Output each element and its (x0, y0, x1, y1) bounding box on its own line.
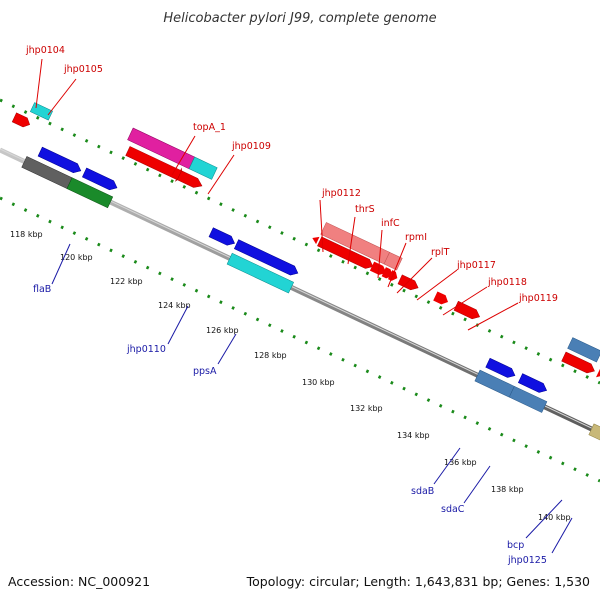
label-jhp0105[interactable]: jhp0105 (63, 64, 103, 75)
leader-line (47, 78, 77, 116)
gene-ppsA[interactable] (226, 252, 294, 294)
label-rpmI[interactable]: rpmI (405, 232, 427, 243)
scale-label: 132 kbp (350, 404, 383, 413)
scale-label: 120 kbp (60, 253, 93, 262)
gene-jhp0110-a[interactable] (208, 227, 237, 248)
leader-line (463, 465, 491, 504)
label-jhp0125[interactable]: jhp0125 (507, 555, 547, 566)
label-jhp0109[interactable]: jhp0109 (231, 141, 271, 152)
gene-sdaB-cds[interactable] (485, 357, 517, 380)
gene-jhp0117[interactable] (433, 291, 450, 306)
leader-line (167, 305, 189, 345)
label-rplT[interactable]: rplT (431, 247, 450, 258)
scale-labels: 118 kbp 120 kbp 122 kbp 124 kbp 126 kbp … (10, 230, 571, 522)
gene-bcp[interactable] (588, 423, 600, 442)
leader-line (442, 286, 488, 316)
gene-jhp0110[interactable] (233, 239, 300, 278)
gene-jhp0109[interactable] (188, 156, 218, 180)
scale-label: 134 kbp (397, 431, 430, 440)
label-topA_1[interactable]: topA_1 (193, 122, 226, 133)
lower-gene-labels: flaB jhp0110 ppsA sdaB sdaC bcp jhp0125 (33, 243, 573, 566)
label-infC[interactable]: infC (381, 218, 400, 229)
leader-line (387, 242, 407, 288)
leader-line (377, 229, 383, 279)
label-bcp[interactable]: bcp (507, 540, 524, 551)
label-jhp0118[interactable]: jhp0118 (487, 277, 527, 288)
scale-label: 128 kbp (254, 351, 287, 360)
scale-label: 138 kbp (491, 485, 524, 494)
gene-jhp0119[interactable] (596, 368, 600, 380)
gene-jhp0105[interactable] (11, 112, 32, 129)
gene-jhp0112-cds[interactable] (317, 236, 375, 271)
lower-tick-track (0, 196, 600, 483)
leader-line (525, 499, 563, 539)
gene-jhp0118[interactable] (453, 300, 482, 321)
leader-line (51, 243, 71, 285)
upper-gene-labels: jhp0104 jhp0105 topA_1 jhp0109 jhp0112 t… (25, 45, 558, 331)
label-sdaB[interactable]: sdaB (411, 486, 434, 497)
gene-rplT[interactable] (397, 274, 420, 293)
gene-jhp0121[interactable] (567, 337, 600, 363)
label-jhp0117[interactable]: jhp0117 (456, 260, 496, 271)
gene-thrS[interactable] (383, 251, 403, 271)
leader-line (171, 135, 196, 176)
label-ppsA[interactable]: ppsA (193, 366, 217, 377)
leader-line (396, 257, 433, 294)
scale-label: 140 kbp (538, 513, 571, 522)
leader-line (207, 154, 235, 195)
scale-label: 124 kbp (158, 301, 191, 310)
leader-line (319, 199, 324, 253)
scale-label: 126 kbp (206, 326, 239, 335)
gene-flaB[interactable] (66, 177, 114, 209)
label-jhp0104[interactable]: jhp0104 (25, 45, 65, 56)
genome-summary-text: Topology: circular; Length: 1,643,831 bp… (246, 574, 590, 589)
label-jhp0110[interactable]: jhp0110 (126, 344, 166, 355)
label-flaB[interactable]: flaB (33, 284, 51, 295)
leader-line (217, 333, 237, 365)
scale-label: 136 kbp (444, 458, 477, 467)
scale-label: 130 kbp (302, 378, 335, 387)
leader-line (416, 269, 458, 301)
leader-line (347, 216, 356, 265)
map-title: Helicobacter pylori J99, complete genome (163, 11, 436, 26)
scale-label: 122 kbp (110, 277, 143, 286)
leader-line (467, 302, 519, 331)
gene-flaB-upstream[interactable] (37, 146, 83, 175)
gene-small-rev[interactable] (311, 234, 320, 245)
gene-sdaC[interactable] (508, 385, 548, 413)
gene-jhp0120[interactable] (561, 351, 597, 376)
label-jhp0119[interactable]: jhp0119 (518, 293, 558, 304)
leader-line (433, 447, 461, 485)
gene-jhp0104[interactable] (29, 102, 53, 121)
label-jhp0112[interactable]: jhp0112 (321, 188, 361, 199)
gene-features (11, 102, 600, 442)
gene-thrS-cds[interactable] (369, 261, 389, 278)
scale-label: 118 kbp (10, 230, 43, 239)
gene-jhp0109-cds[interactable] (176, 170, 204, 191)
leader-line (551, 517, 573, 554)
leader-line (35, 58, 43, 109)
label-sdaC[interactable]: sdaC (441, 504, 465, 515)
label-thrS[interactable]: thrS (355, 204, 375, 215)
gene-sdaC-cds[interactable] (517, 373, 548, 395)
upper-tick-track (0, 98, 600, 385)
accession-text: Accession: NC_000921 (8, 574, 150, 589)
gene-jhp0106[interactable] (82, 167, 119, 192)
